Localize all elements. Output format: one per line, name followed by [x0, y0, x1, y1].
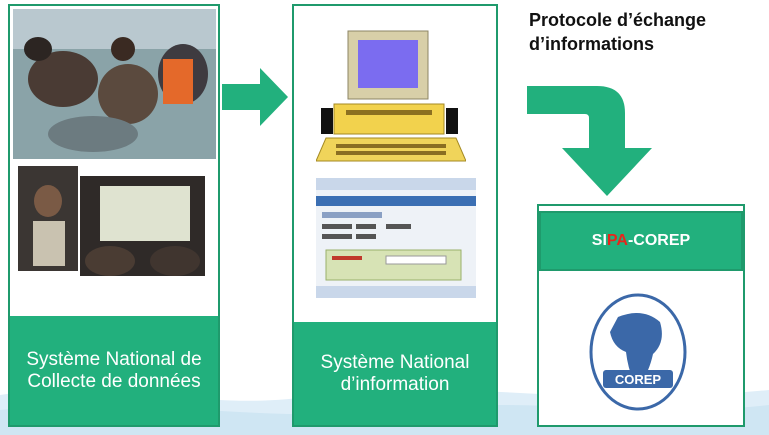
corep-logo-text: COREP: [615, 372, 662, 387]
sipa-title-part2: PA: [606, 232, 628, 249]
collecte-panel: Système National de Collecte de données: [8, 4, 220, 427]
sipa-title-part1: SI: [591, 232, 607, 249]
information-panel: Système National d’information: [292, 4, 498, 427]
computer-icon: [316, 26, 466, 176]
collecte-caption: Système National de Collecte de données: [10, 316, 218, 425]
protocol-label: Protocole d’échange d’informations: [529, 8, 769, 56]
protocol-line-1: Protocole d’échange: [529, 10, 707, 30]
collecte-photo-left: [18, 166, 78, 271]
bent-arrow-icon: [527, 86, 652, 196]
collecte-photo-right: [80, 176, 205, 276]
collecte-photo-top: [13, 9, 216, 159]
sipa-title-part3: -COREP: [627, 232, 691, 249]
corep-logo: COREP: [588, 292, 688, 412]
information-caption: Système National d’information: [294, 322, 496, 425]
right-arrow-icon: [222, 68, 288, 126]
protocol-line-2: d’informations: [529, 34, 654, 54]
software-screenshot: [316, 178, 476, 298]
